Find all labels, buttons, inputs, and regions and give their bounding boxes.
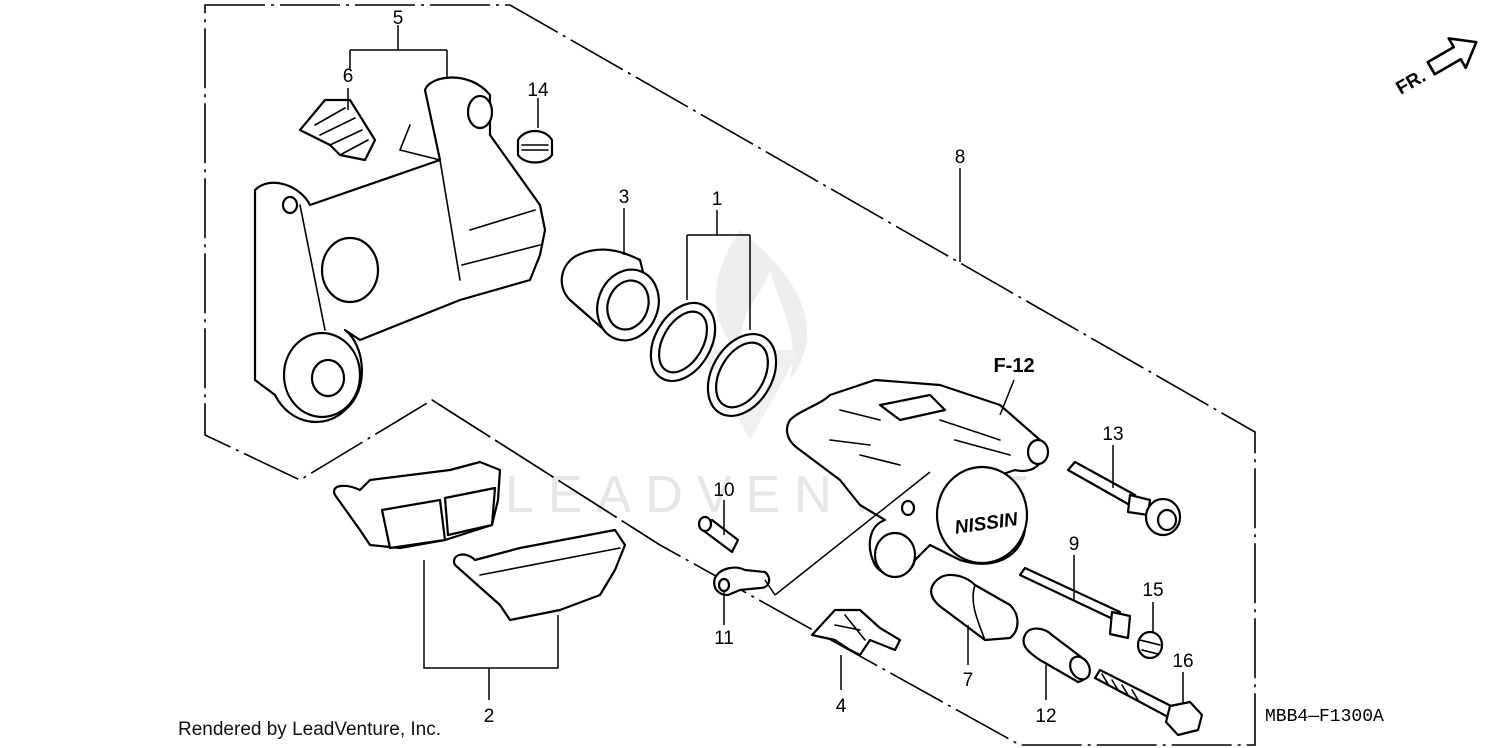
slide-pin-13 (1066, 460, 1182, 537)
callout-1: 1 (712, 189, 723, 210)
front-direction-label: FR. (1393, 66, 1430, 99)
callout-7: 7 (963, 670, 974, 691)
bleeder-valve (697, 515, 740, 554)
boot-7 (930, 573, 1019, 642)
callout-6: 6 (343, 66, 354, 87)
callout-8: 8 (955, 147, 966, 168)
callout-14: 14 (527, 80, 549, 101)
callout-13: 13 (1102, 424, 1123, 445)
caliper-piston (560, 248, 660, 342)
brake-pads (332, 460, 627, 622)
callout-5: 5 (393, 8, 404, 29)
diagram-code: MBB4—F1300A (1265, 707, 1384, 727)
callout-9: 9 (1069, 534, 1080, 555)
pin-9 (1018, 566, 1132, 640)
reference-label: F-12 (993, 355, 1034, 377)
callout-2: 2 (484, 706, 495, 727)
front-direction-indicator: FR. (1393, 37, 1478, 99)
assembly-boundaries (204, 4, 1256, 746)
callout-3: 3 (619, 187, 630, 208)
callout-12: 12 (1035, 706, 1056, 727)
callout-numbers: 1 2 3 4 5 6 7 8 9 10 11 12 13 14 15 16 (343, 8, 1194, 727)
callout-16: 16 (1172, 651, 1193, 672)
callout-10: 10 (713, 480, 734, 501)
piston-seals (649, 301, 778, 418)
bracket-nut (516, 129, 554, 164)
bleeder-cap (713, 566, 771, 597)
boot-15 (1136, 630, 1164, 660)
pad-spring (298, 98, 377, 162)
leader-lines (347, 25, 1184, 703)
pad-retainer (810, 608, 902, 657)
bolt-16 (1093, 668, 1204, 737)
callout-11: 11 (714, 628, 734, 649)
front-arrow-icon (1426, 37, 1478, 76)
callout-15: 15 (1142, 580, 1163, 601)
sleeve-12 (1022, 627, 1091, 684)
callout-4: 4 (836, 696, 847, 717)
caliper-bracket (253, 76, 547, 424)
footer-credit: Rendered by LeadVenture, Inc. (178, 719, 441, 740)
caliper-body: NISSIN (785, 378, 1050, 579)
